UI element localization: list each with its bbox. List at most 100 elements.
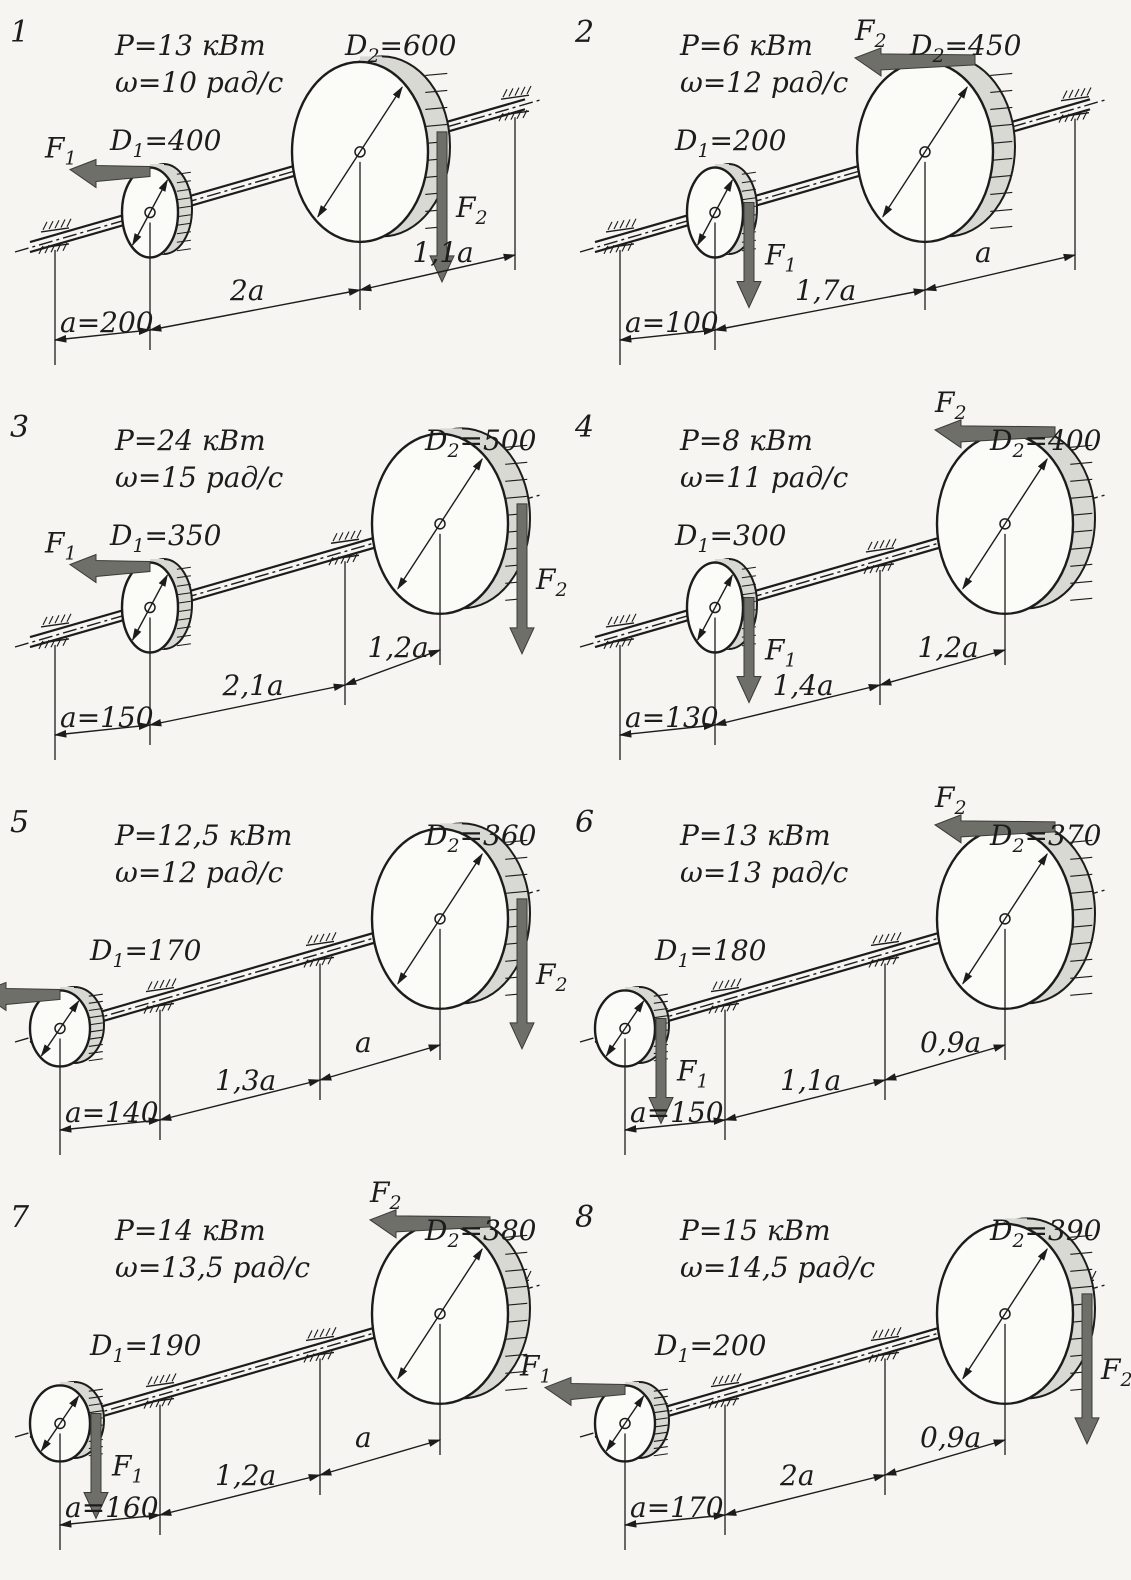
dimension-middle bbox=[148, 288, 362, 332]
bearing-left bbox=[143, 978, 177, 1014]
dimension-a bbox=[53, 722, 152, 738]
dimension-right bbox=[318, 1439, 442, 1476]
dimension-middle-label: 2,1a bbox=[222, 669, 284, 702]
dimension-a bbox=[623, 1512, 727, 1528]
power-label: P=13 кВт bbox=[114, 29, 266, 62]
power-label: P=8 кВт bbox=[679, 424, 813, 457]
pulley-D2-diameter-label: D2=390 bbox=[989, 1214, 1101, 1252]
variant-number: 4 bbox=[574, 410, 594, 445]
angular-velocity-label: ω=10 рад/с bbox=[115, 66, 284, 99]
pulley-large bbox=[855, 55, 1016, 244]
power-label: P=13 кВт bbox=[679, 819, 831, 852]
force-f1-label: F1 bbox=[519, 1349, 552, 1387]
dimension-middle-label: 1,2a bbox=[215, 1459, 276, 1492]
force-f2-label: F2 bbox=[535, 958, 568, 996]
dimension-a-label: a=140 bbox=[65, 1096, 159, 1129]
dimension-middle bbox=[158, 1474, 322, 1516]
pulley-small bbox=[593, 1380, 670, 1463]
dimension-middle-label: 1,3a bbox=[215, 1064, 276, 1097]
pulley-D1-diameter-label: D1=200 bbox=[654, 1329, 766, 1367]
pulley-large bbox=[370, 822, 531, 1011]
pulley-D1-diameter-label: D1=350 bbox=[109, 519, 221, 557]
pulley-large bbox=[935, 822, 1096, 1011]
dimension-right bbox=[318, 1044, 442, 1081]
angular-velocity-label: ω=14,5 рад/с bbox=[680, 1251, 875, 1284]
power-label: P=12,5 кВт bbox=[114, 819, 292, 852]
force-f2-arrow bbox=[509, 503, 535, 656]
bearing-left bbox=[603, 218, 637, 255]
force-f1-label: F1 bbox=[44, 527, 77, 565]
dimension-right-label: 0,9a bbox=[920, 1026, 981, 1059]
angular-velocity-label: ω=11 рад/с bbox=[680, 461, 849, 494]
power-label: P=15 кВт bbox=[679, 1214, 831, 1247]
dimension-a bbox=[53, 327, 152, 343]
pulley-D1-diameter-label: D1=180 bbox=[654, 934, 766, 972]
dimension-right-label: 1,2a bbox=[918, 631, 979, 664]
shaft-axis bbox=[579, 99, 1106, 253]
variant-number: 8 bbox=[575, 1200, 594, 1235]
dimension-a-label: a=130 bbox=[625, 701, 719, 734]
dimension-middle-label: 1,4a bbox=[773, 669, 834, 702]
dimension-a bbox=[618, 722, 717, 738]
force-f2-arrow bbox=[853, 47, 976, 77]
dimension-middle bbox=[713, 288, 927, 332]
dimension-right bbox=[878, 649, 1007, 686]
shaft-body bbox=[594, 98, 1091, 244]
force-f2-arrow bbox=[509, 898, 535, 1051]
force-f1-arrow bbox=[543, 1376, 626, 1407]
pulley-D2-diameter-label: D2=370 bbox=[989, 819, 1101, 857]
dimension-right bbox=[343, 649, 442, 686]
force-f1-label: F1 bbox=[676, 1054, 709, 1092]
angular-velocity-label: ω=13 рад/с bbox=[680, 856, 849, 889]
force-f2-label: F2 bbox=[854, 14, 887, 52]
dimension-a bbox=[58, 1117, 162, 1133]
bearing-right bbox=[1058, 87, 1092, 123]
bearing-left bbox=[708, 978, 742, 1014]
force-f2-arrow bbox=[933, 814, 1056, 844]
pulley-large bbox=[935, 1217, 1096, 1406]
dimension-right bbox=[883, 1439, 1007, 1476]
force-f1-label: F1 bbox=[764, 239, 797, 277]
pulley-large bbox=[290, 55, 451, 244]
force-f1-label: F1 bbox=[764, 634, 797, 672]
angular-velocity-label: ω=12 рад/с bbox=[680, 66, 849, 99]
pulley-D2-diameter-label: D2=500 bbox=[424, 424, 536, 462]
dimension-middle bbox=[723, 1079, 887, 1121]
dimension-right bbox=[883, 1044, 1007, 1081]
force-f2-label: F2 bbox=[455, 191, 488, 229]
variant-number: 2 bbox=[574, 15, 594, 50]
pulley-large bbox=[370, 1217, 531, 1406]
bearing-middle bbox=[328, 529, 362, 566]
force-f1-arrow bbox=[648, 1017, 674, 1125]
pulley-D1-diameter-label: D1=190 bbox=[89, 1329, 201, 1367]
force-f2-label: F2 bbox=[535, 563, 568, 601]
dimension-a-label: a=100 bbox=[625, 306, 719, 339]
angular-velocity-label: ω=15 рад/с bbox=[115, 461, 284, 494]
bearing-right bbox=[498, 85, 532, 122]
force-f2-arrow bbox=[368, 1209, 491, 1239]
bearing-middle bbox=[868, 932, 902, 968]
pulley-D2-diameter-label: D2=450 bbox=[909, 29, 1021, 67]
dimension-middle bbox=[713, 683, 882, 727]
dimension-a-label: a=200 bbox=[60, 306, 154, 339]
dimension-right-label: a bbox=[355, 1421, 372, 1454]
force-f1-label: F1 bbox=[44, 132, 77, 170]
pulley-D2-diameter-label: D2=600 bbox=[344, 29, 456, 67]
dimension-middle-label: 1,7a bbox=[795, 274, 856, 307]
pulley-D2-diameter-label: D2=400 bbox=[989, 424, 1101, 462]
bearing-left bbox=[38, 613, 72, 650]
dimension-right-label: a bbox=[355, 1026, 372, 1059]
dimension-middle bbox=[158, 1079, 322, 1121]
pulley-large bbox=[935, 427, 1096, 616]
bearing-middle bbox=[863, 538, 897, 575]
force-f2-label: F2 bbox=[934, 781, 967, 819]
pulley-large bbox=[370, 427, 531, 616]
dimension-right-label: 1,1a bbox=[413, 236, 474, 269]
bearing-middle bbox=[868, 1327, 902, 1363]
